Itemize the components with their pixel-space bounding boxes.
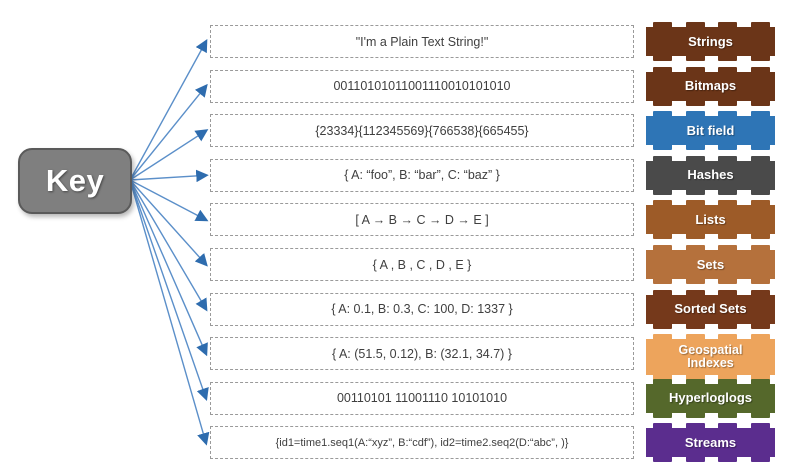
value-box: { A: 0.1, B: 0.3, C: 100, D: 1337 } [210, 292, 634, 326]
datatype-brick-sets[interactable]: Sets [645, 245, 776, 284]
brick-label: Lists [695, 212, 726, 228]
brick-body: Sorted Sets [645, 289, 776, 329]
value-text: { A: “foo”, B: “bar”, C: “baz” } [344, 168, 500, 183]
value-box: {23334}{112345569}{766538}{665455} [210, 114, 634, 148]
key-to-value-arrow [129, 179, 210, 446]
key-to-value-arrow [129, 179, 209, 401]
datatype-brick-streams[interactable]: Streams [645, 423, 776, 463]
datatype-brick-hashes[interactable]: Hashes [645, 155, 776, 195]
brick-body: Hyperloglogs [645, 378, 776, 418]
value-box: [ A → B → C → D → E ] [210, 203, 634, 237]
brick-body: Bit field [645, 111, 776, 151]
key-to-value-arrow [129, 39, 208, 181]
datatype-brick-strings[interactable]: Strings [645, 22, 776, 61]
datatype-brick-sorted-sets[interactable]: Sorted Sets [645, 289, 776, 329]
brick-label: Hashes [687, 167, 734, 183]
brick-body: Bitmaps [645, 66, 776, 106]
key-to-value-arrow [129, 179, 209, 222]
brick-label: Bit field [686, 122, 735, 138]
brick-label: Hyperloglogs [668, 390, 753, 406]
value-text: { A: (51.5, 0.12), B: (32.1, 34.7) } [332, 346, 512, 361]
key-to-value-arrow [129, 83, 208, 181]
brick-body: Streams [645, 423, 776, 463]
value-text: 00110101011001110010101010 [333, 79, 511, 94]
value-box: {id1=time1.seq1(A:“xyz”, B:“cdf”), id2=t… [210, 426, 634, 460]
brick-label: Strings [688, 33, 733, 49]
value-box: { A , B , C , D , E } [210, 248, 634, 281]
brick-label: Streams [684, 435, 737, 451]
datatype-brick-bitmaps[interactable]: Bitmaps [645, 66, 776, 106]
value-text: {23334}{112345569}{766538}{665455} [315, 123, 529, 138]
datatype-brick-bit-field[interactable]: Bit field [645, 111, 776, 151]
value-box: { A: (51.5, 0.12), B: (32.1, 34.7) } [210, 337, 634, 371]
value-text: { A , B , C , D , E } [372, 257, 472, 272]
key-node-label: Key [45, 163, 105, 198]
value-box: "I'm a Plain Text String!" [210, 25, 634, 58]
brick-body: Sets [645, 245, 776, 284]
brick-label: Sets [696, 256, 725, 272]
brick-label: Sorted Sets [674, 301, 747, 317]
value-box: 00110101 11001110 10101010 [210, 381, 634, 415]
key-to-value-arrow [129, 129, 209, 181]
datatype-brick-lists[interactable]: Lists [645, 200, 776, 240]
brick-body: Hashes [645, 155, 776, 195]
value-text: {id1=time1.seq1(A:“xyz”, B:“cdf”), id2=t… [275, 436, 569, 449]
key-to-value-arrow [129, 179, 208, 267]
brick-body: Lists [645, 200, 776, 240]
key-to-value-arrow [129, 179, 208, 357]
value-text: "I'm a Plain Text String!" [355, 34, 489, 49]
value-box: 00110101011001110010101010 [210, 69, 634, 103]
brick-label: Bitmaps [684, 78, 737, 94]
value-text: [ A → B → C → D → E ] [355, 212, 489, 227]
key-node[interactable]: Key [18, 148, 132, 214]
value-text: 00110101 11001110 10101010 [336, 391, 508, 406]
key-to-value-arrow [129, 169, 209, 183]
brick-body: Strings [645, 22, 776, 61]
value-box: { A: “foo”, B: “bar”, C: “baz” } [210, 158, 634, 192]
key-to-value-arrow [129, 179, 208, 312]
value-text: { A: 0.1, B: 0.3, C: 100, D: 1337 } [331, 302, 513, 317]
datatype-brick-hyperloglogs[interactable]: Hyperloglogs [645, 378, 776, 418]
